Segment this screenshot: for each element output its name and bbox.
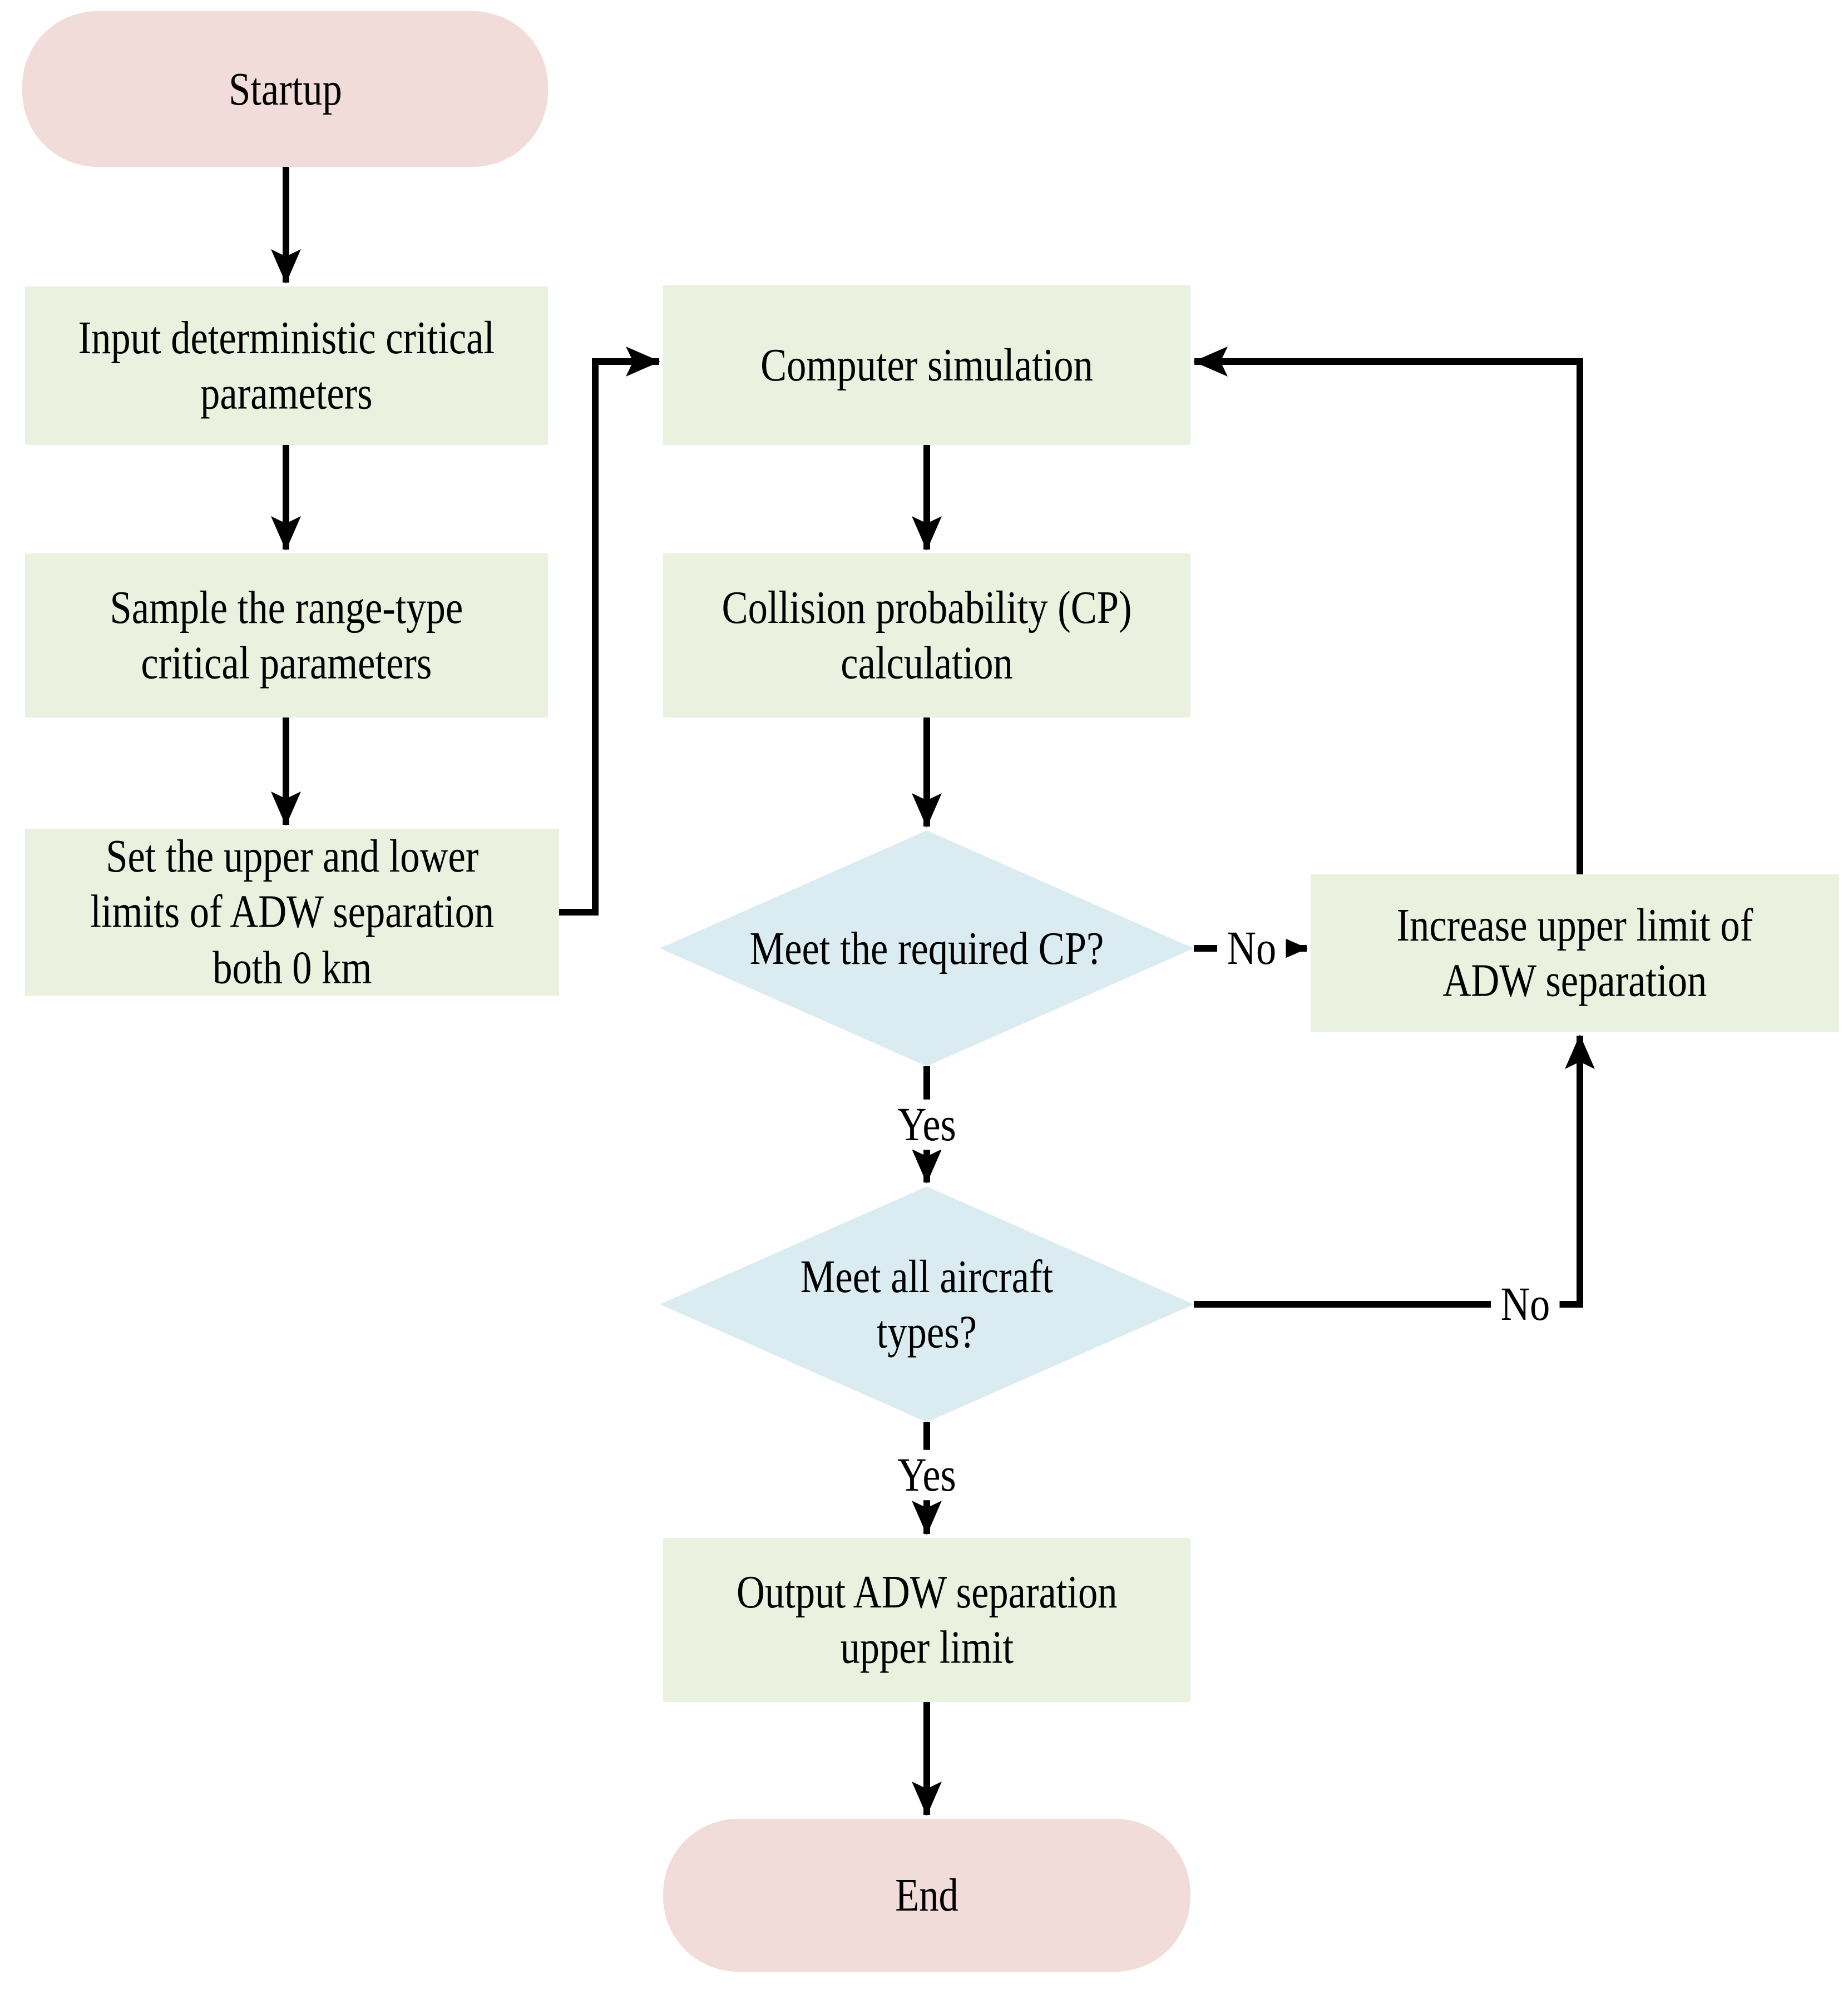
- node-label: Collision probability (CP) calculation: [722, 581, 1132, 689]
- node-output-upper-limit: Output ADW separation upper limit: [663, 1538, 1190, 1702]
- node-computer-simulation: Computer simulation: [663, 285, 1190, 445]
- node-label: Sample the range-type critical parameter…: [110, 581, 463, 689]
- node-label: Input deterministic critical parameters: [78, 311, 495, 419]
- node-end: End: [663, 1819, 1190, 1972]
- node-set-limits: Set the upper and lower limits of ADW se…: [25, 829, 559, 996]
- node-cp-calculation: Collision probability (CP) calculation: [663, 553, 1190, 718]
- edge-increase-to-computer-simulation: [1193, 347, 1583, 874]
- node-increase-upper-limit: Increase upper limit of ADW separation: [1311, 874, 1839, 1032]
- node-sample-parameters: Sample the range-type critical parameter…: [25, 553, 548, 718]
- edge-label-no-all-aircraft-types: No: [1491, 1279, 1560, 1330]
- node-label: Increase upper limit of ADW separation: [1396, 899, 1753, 1007]
- edge-label-no-required-cp: No: [1217, 923, 1286, 974]
- node-input-parameters: Input deterministic critical parameters: [25, 286, 548, 445]
- node-startup: Startup: [22, 11, 548, 167]
- node-label: Meet all aircraft types?: [800, 1250, 1054, 1358]
- edge-label-yes-all-aircraft-types: Yes: [887, 1449, 966, 1501]
- node-label: Startup: [228, 63, 342, 115]
- edge-meet-all-types-no-to-increase: [1194, 1035, 1595, 1308]
- node-label: Set the upper and lower limits of ADW se…: [90, 830, 494, 994]
- node-label: Output ADW separation upper limit: [736, 1566, 1118, 1674]
- edge-set-limits-to-computer-simulation: [559, 347, 660, 916]
- edge-label-yes-required-cp: Yes: [887, 1099, 966, 1150]
- node-label: End: [895, 1869, 958, 1921]
- node-label: Meet the required CP?: [749, 922, 1104, 974]
- node-label: Computer simulation: [760, 339, 1093, 391]
